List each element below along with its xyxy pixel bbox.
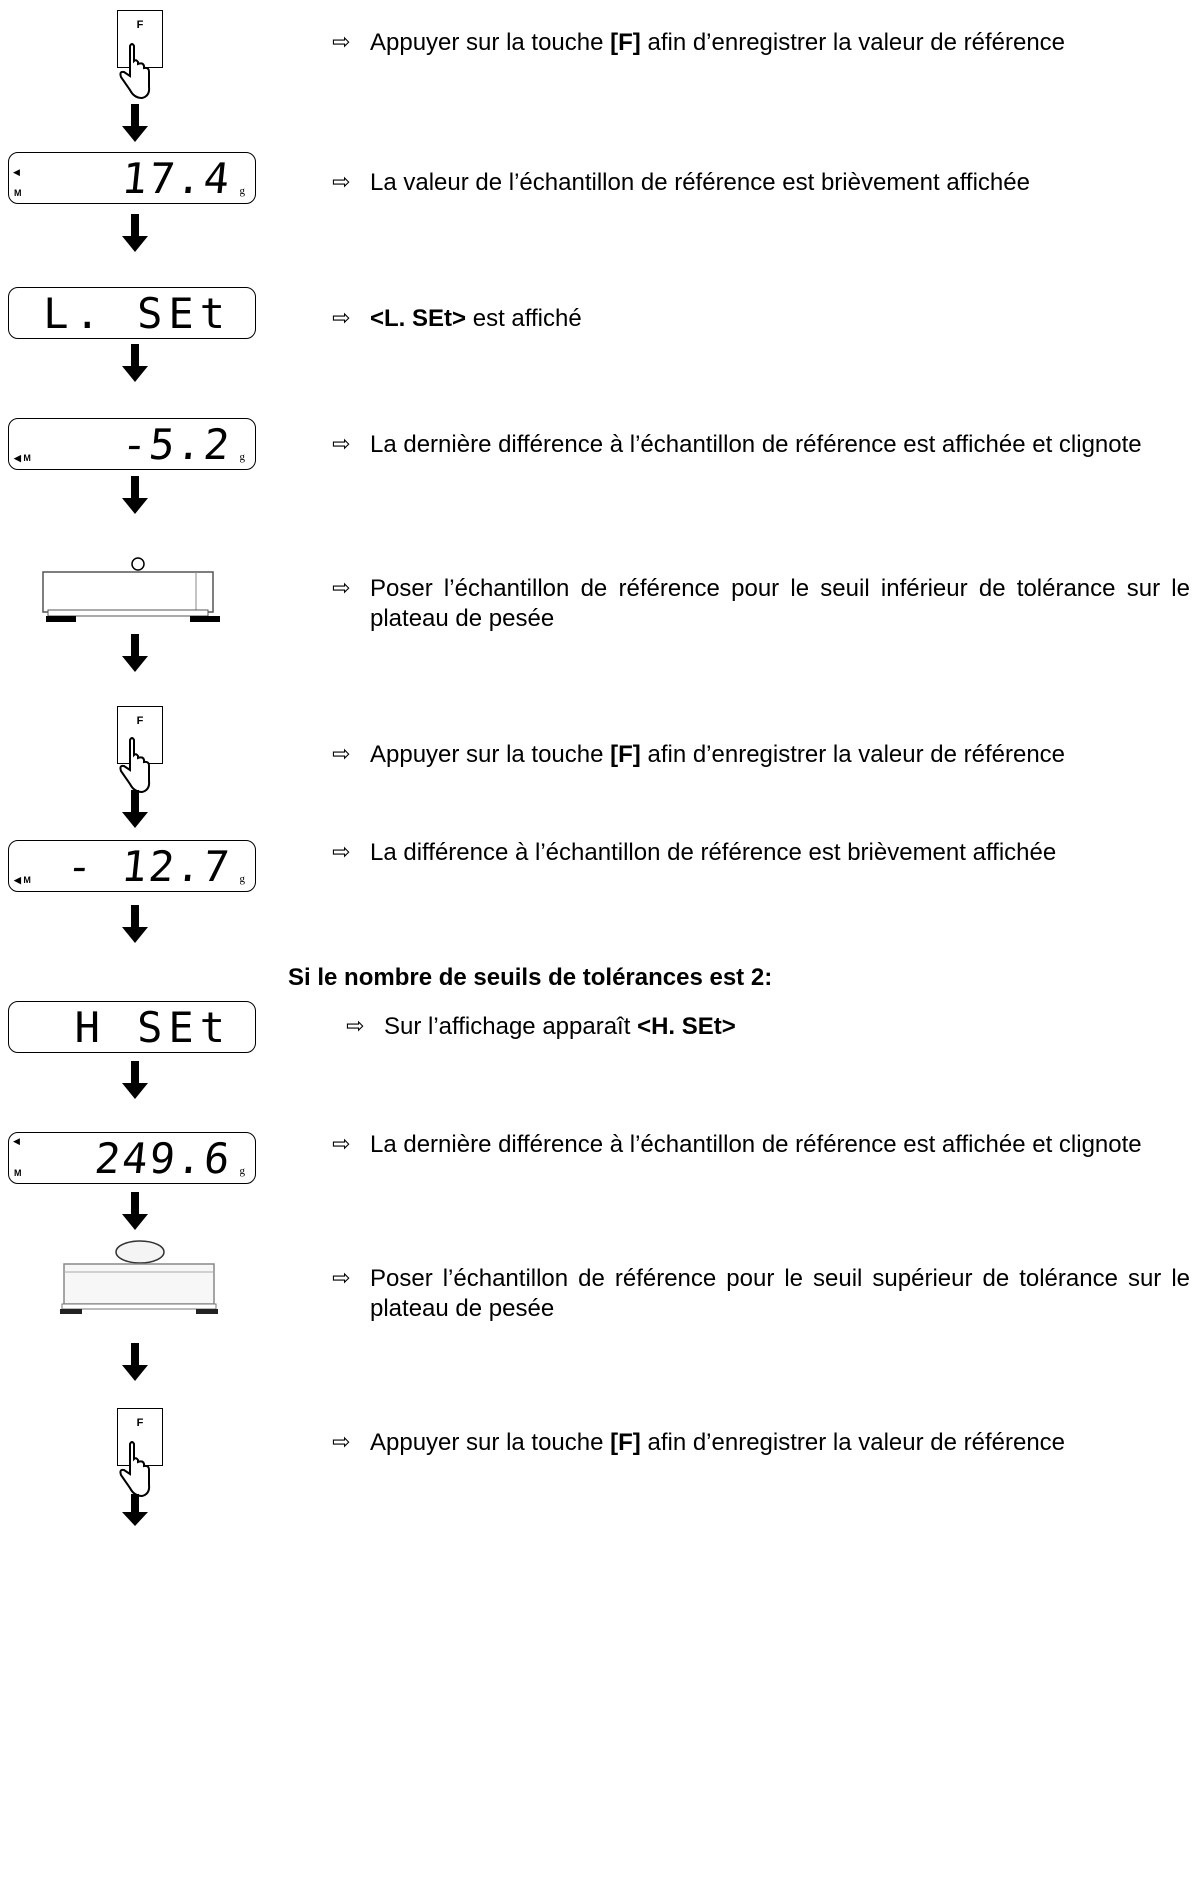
arrow-right-icon: ⇨ [332,742,351,767]
scale-with-large-sample-icon [60,1240,218,1314]
lcd-display-h-set: H SEt [8,1001,256,1053]
pointing-hand-icon [119,43,151,100]
scale-with-small-sample-icon [42,557,220,622]
step-text: La dernière différence à l’échantillon d… [370,431,1142,458]
arrow-down-icon [122,104,148,142]
lcd-display-difference: ◀ M - 12.7 g [8,840,256,892]
f-key-label: F [136,715,144,727]
step-text: La différence à l’échantillon de référen… [370,839,1057,866]
pointing-hand-icon [119,1441,151,1498]
lcd-value: 249.6 [92,1134,234,1183]
step-text: <L. SEt> est affiché [370,305,582,332]
arrow-right-icon: ⇨ [332,1132,351,1157]
step-text: Appuyer sur la touche [F] afin d’enregis… [370,741,1066,768]
arrow-right-icon: ⇨ [346,1014,365,1039]
step-difference-shown: ⇨ La différence à l’échantillon de référ… [332,838,1190,868]
arrow-right-icon: ⇨ [332,306,351,331]
memory-indicator: ◀ M [14,875,31,885]
f-key-label: F [136,1417,144,1429]
step-reference-value-shown: ⇨ La valeur de l’échantillon de référenc… [332,168,1190,198]
arrow-down-icon [122,1192,148,1230]
lcd-value: L. SEt [43,289,231,338]
arrow-down-icon [122,344,148,382]
arrow-down-icon [122,476,148,514]
stability-indicator-icon: ◀ [13,167,20,177]
step-press-f-2: ⇨ Appuyer sur la touche [F] afin d’enreg… [332,740,1190,770]
step-text: Appuyer sur la touche [F] afin d’enregis… [370,29,1066,56]
unit-label: g [239,451,246,463]
lcd-value: -5.2 [119,420,234,469]
arrow-down-icon [122,634,148,672]
step-last-difference-blinks-upper: ⇨ La dernière différence à l’échantillon… [332,1130,1190,1160]
step-place-upper-sample: ⇨ Poser l’échantillon de référence pour … [332,1264,1190,1324]
f-key-icon: F [117,10,163,68]
arrow-down-icon [122,214,148,252]
unit-label: g [239,185,246,197]
arrow-right-icon: ⇨ [332,30,351,55]
step-text: Sur l’affichage apparaît <H. SEt> [384,1013,736,1040]
lcd-display-last-difference: ◀ M -5.2 g [8,418,256,470]
lcd-display-last-difference-upper: ◀ M 249.6 g [8,1132,256,1184]
arrow-right-icon: ⇨ [332,432,351,457]
f-key-icon: F [117,706,163,764]
lcd-display-reference-value: ◀ M 17.4 g [8,152,256,204]
step-text: Appuyer sur la touche [F] afin d’enregis… [370,1429,1066,1456]
memory-indicator: M [14,1168,22,1178]
arrow-right-icon: ⇨ [332,576,351,601]
step-text: La valeur de l’échantillon de référence … [370,169,1030,196]
arrow-down-icon [122,905,148,943]
lcd-display-l-set: L. SEt [8,287,256,339]
arrow-down-icon [122,1061,148,1099]
step-press-f-1: ⇨ Appuyer sur la touche [F] afin d’enreg… [332,28,1190,58]
lcd-value: - 12.7 [64,842,234,891]
unit-label: g [239,873,246,885]
unit-label: g [239,1165,246,1177]
section-heading: Si le nombre de seuils de tolérances est… [288,964,773,991]
arrow-right-icon: ⇨ [332,170,351,195]
step-last-difference-blinks: ⇨ La dernière différence à l’échantillon… [332,430,1190,460]
arrow-down-icon [122,1494,148,1526]
arrow-right-icon: ⇨ [332,1430,351,1455]
f-key-label: F [136,19,144,31]
lcd-value: 17.4 [119,154,234,203]
lcd-value: H SEt [74,1003,231,1052]
step-text: Poser l’échantillon de référence pour le… [370,575,1190,632]
stability-indicator-icon: ◀ [13,1136,20,1146]
memory-indicator: ◀ M [14,453,31,463]
arrow-right-icon: ⇨ [332,1266,351,1291]
step-press-f-3: ⇨ Appuyer sur la touche [F] afin d’enreg… [332,1428,1190,1458]
memory-indicator: M [14,188,22,198]
step-text: Poser l’échantillon de référence pour le… [370,1265,1190,1322]
f-key-icon: F [117,1408,163,1466]
step-h-set-shown: ⇨ Sur l’affichage apparaît <H. SEt> [346,1012,1190,1042]
step-place-lower-sample: ⇨ Poser l’échantillon de référence pour … [332,574,1190,634]
arrow-down-icon [122,1343,148,1381]
arrow-right-icon: ⇨ [332,840,351,865]
pointing-hand-icon [119,737,151,794]
arrow-down-icon [122,790,148,828]
step-text: La dernière différence à l’échantillon d… [370,1131,1142,1158]
step-l-set-shown: ⇨ <L. SEt> est affiché [332,304,1190,334]
